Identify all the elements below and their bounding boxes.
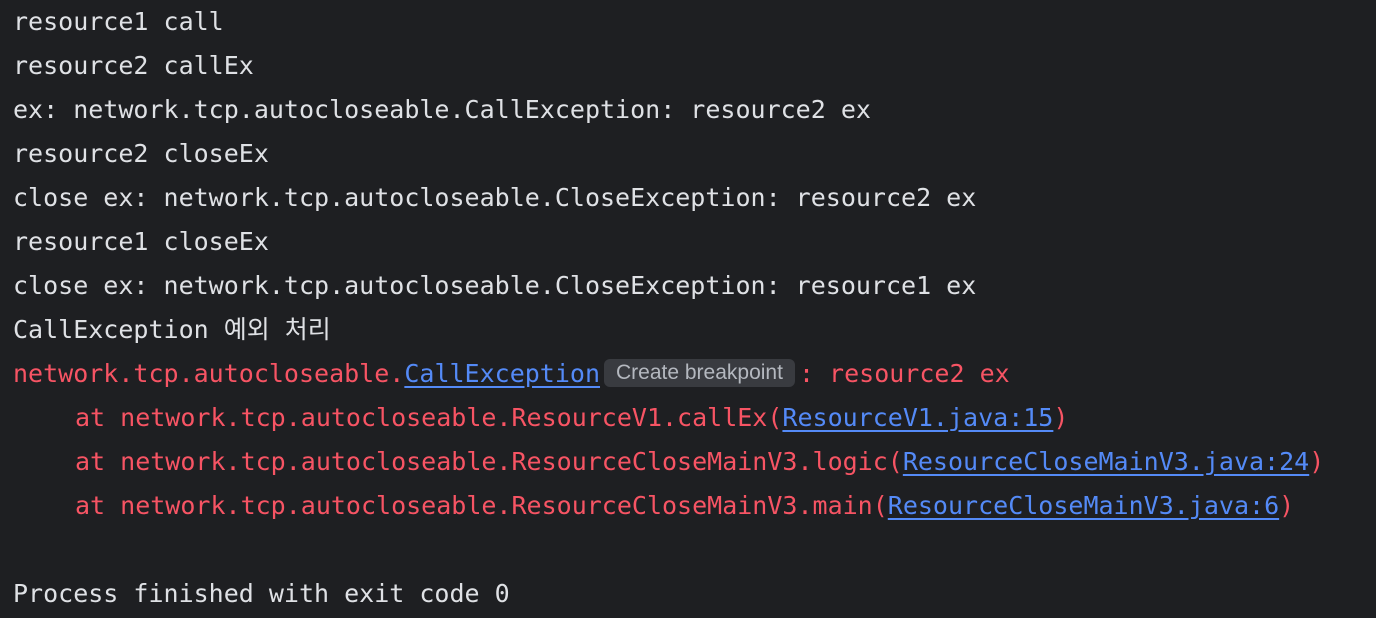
console-line: CallException 예외 처리 (13, 315, 331, 344)
stack-frame-line: at network.tcp.autocloseable.ResourceClo… (75, 484, 1294, 528)
exception-message: : resource2 ex (798, 359, 1010, 388)
stack-frame-text: at network.tcp.autocloseable.ResourceClo… (75, 447, 903, 476)
source-location-link[interactable]: ResourceV1.java:15 (782, 403, 1054, 432)
stack-frame-line: at network.tcp.autocloseable.ResourceV1.… (75, 396, 1068, 440)
stack-frame-text: at network.tcp.autocloseable.ResourceV1.… (75, 403, 783, 432)
create-breakpoint-button[interactable]: Create breakpoint (604, 359, 795, 387)
console-line: close ex: network.tcp.autocloseable.Clos… (13, 271, 977, 300)
stack-frame-text: at network.tcp.autocloseable.ResourceClo… (75, 491, 888, 520)
source-location-link[interactable]: ResourceCloseMainV3.java:24 (902, 447, 1310, 476)
stack-frame-line: at network.tcp.autocloseable.ResourceClo… (75, 440, 1324, 484)
exception-class-link[interactable]: CallException (404, 359, 601, 388)
console-line: close ex: network.tcp.autocloseable.Clos… (13, 183, 977, 212)
console-line: ex: network.tcp.autocloseable.CallExcept… (13, 95, 871, 124)
console-line: resource1 closeEx (13, 227, 269, 256)
exception-package: network.tcp.autocloseable. (13, 359, 405, 388)
console-line: resource1 call (13, 7, 224, 36)
process-finished-line: Process finished with exit code 0 (13, 579, 510, 608)
stack-frame-close: ) (1279, 491, 1295, 520)
source-location-link[interactable]: ResourceCloseMainV3.java:6 (887, 491, 1280, 520)
stack-frame-close: ) (1053, 403, 1069, 432)
console-line: resource2 callEx (13, 51, 254, 80)
stack-frame-close: ) (1309, 447, 1325, 476)
console-line: resource2 closeEx (13, 139, 269, 168)
